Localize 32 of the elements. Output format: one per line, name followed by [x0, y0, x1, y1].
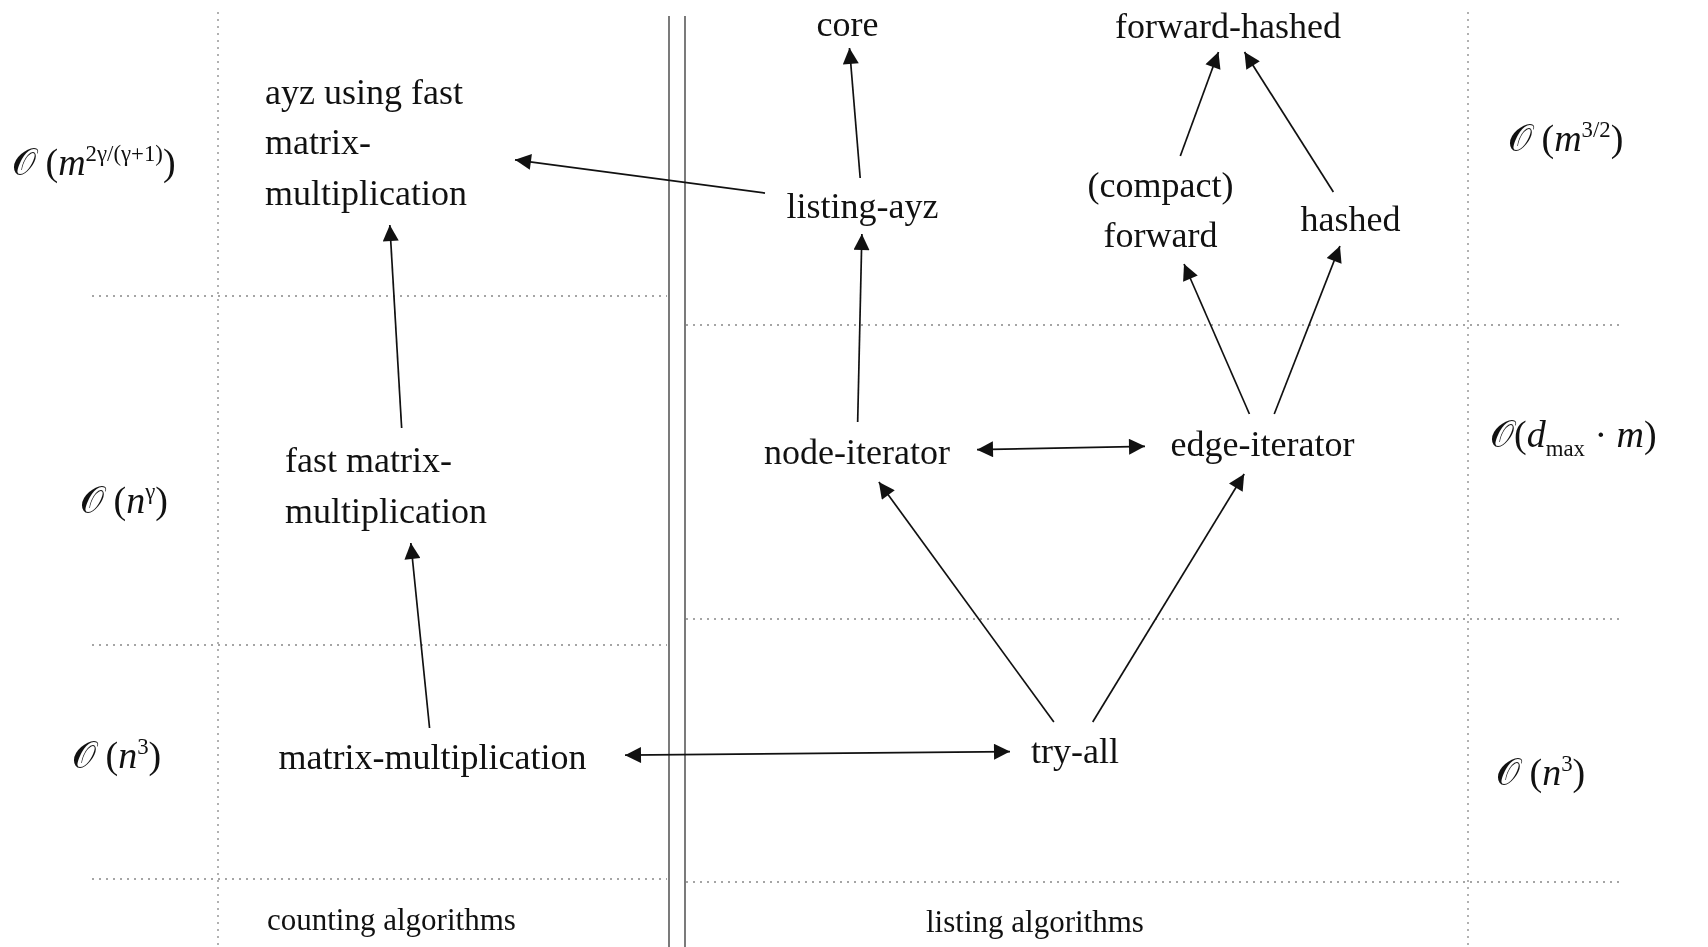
node-label: listing-ayz	[786, 184, 939, 228]
complexity-label: 𝒪 (n$^{γ}$)	[80, 478, 168, 523]
node-label: node-iterator	[764, 430, 950, 474]
complexity-label: 𝒪(d$_{max}$ · m)	[1490, 412, 1657, 462]
arrow	[842, 47, 862, 179]
complexity-label: 𝒪 (n$^{3}$)	[72, 733, 162, 778]
complexity-label: 𝒪 (m$^{3/2}$)	[1508, 116, 1624, 161]
arrow	[878, 481, 1055, 723]
section-label: counting algorithms	[267, 902, 516, 938]
complexity-label: 𝒪 (m$^{2γ/(γ+1)}$)	[12, 140, 176, 185]
node-label: (compact) forward	[1086, 163, 1235, 257]
arrow	[976, 438, 1146, 458]
arrow	[1273, 245, 1342, 415]
arrow	[1243, 51, 1335, 193]
arrow	[404, 542, 431, 729]
arrow	[853, 233, 870, 423]
arrow	[382, 224, 403, 429]
node-label: ayz using fast matrix-multiplication	[265, 70, 468, 215]
arrow	[624, 743, 1011, 764]
node-label: try-all	[1031, 729, 1119, 773]
arrow	[1091, 473, 1246, 723]
complexity-label: 𝒪 (n$^{3}$)	[1496, 750, 1586, 795]
section-label: listing algorithms	[926, 904, 1144, 940]
node-label: matrix-multiplication	[278, 735, 587, 779]
node-label: hashed	[1300, 197, 1401, 241]
arrow	[1179, 51, 1221, 157]
node-label: edge-iterator	[1170, 422, 1355, 466]
node-label: fast matrix-multiplication	[285, 439, 488, 533]
node-label: core	[816, 2, 879, 46]
node-label: forward-hashed	[1115, 4, 1341, 48]
arrow	[1183, 263, 1251, 415]
arrow	[514, 153, 766, 194]
